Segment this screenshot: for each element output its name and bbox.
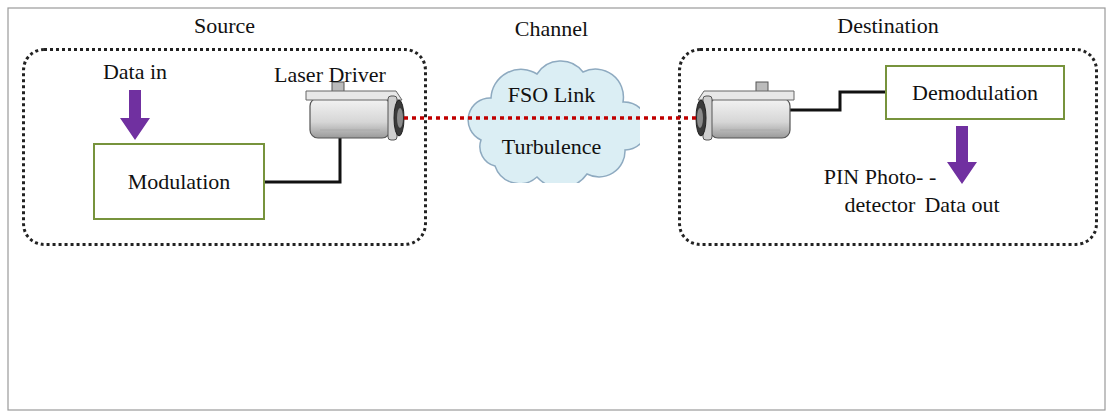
box-text: Demodulation <box>912 80 1038 105</box>
group-heading: Destination <box>681 13 1095 38</box>
text-label: Laser Driver <box>255 61 405 89</box>
modulation-box: Modulation <box>93 143 265 220</box>
data-out-arrow <box>947 126 977 184</box>
demodulation-box: Demodulation <box>885 65 1065 120</box>
text-label: PIN Photo- -detector <box>821 163 939 218</box>
group-heading: Source <box>25 13 424 38</box>
outer-frame <box>8 8 1105 410</box>
cloud-shape <box>463 58 640 183</box>
channel-text: FSO Link <box>463 82 640 107</box>
text-label: Data in <box>75 58 195 86</box>
detector-wire <box>790 92 885 110</box>
channel-text: Turbulence <box>463 134 640 159</box>
photodetector-icon <box>696 82 794 140</box>
driver-wire <box>265 138 340 182</box>
channel-cloud: ChannelFSO LinkTurbulence <box>463 8 640 183</box>
laser-driver-icon <box>306 82 404 140</box>
group-heading: Channel <box>463 16 640 41</box>
cloud-outline <box>468 61 640 183</box>
text-label: Data out <box>902 191 1022 219</box>
box-text: Modulation <box>128 169 231 194</box>
data-in-arrow <box>120 90 150 140</box>
